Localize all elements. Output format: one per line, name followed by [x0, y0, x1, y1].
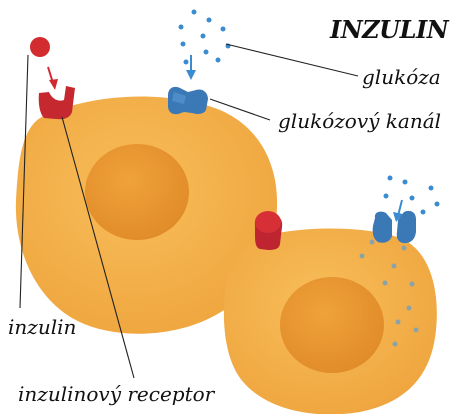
insulin-receptor-label: inzulinový receptor — [18, 384, 214, 404]
glucose-dot — [388, 176, 393, 181]
cell-right-nucleus — [280, 277, 384, 373]
glucose-dot — [414, 328, 419, 333]
glucose-dot — [392, 264, 397, 269]
glucose-dot — [207, 18, 212, 23]
insulin-label: inzulin — [8, 317, 76, 337]
insulin-receptor-right — [255, 211, 282, 250]
glucose-dot — [403, 180, 408, 185]
glucose-dot — [201, 34, 206, 39]
bound-insulin — [255, 211, 281, 233]
glucose-dot — [410, 196, 415, 201]
glucose-dot — [216, 58, 221, 63]
cell-right — [224, 228, 437, 414]
diagram-title: INZULIN — [330, 18, 448, 42]
glucose-cluster-right — [384, 176, 440, 215]
glucose-dot — [410, 282, 415, 287]
insulin-arrowhead — [49, 79, 58, 90]
glucose-dot — [184, 60, 189, 65]
glucose-label: glukóza — [362, 67, 441, 87]
leader-glucose — [226, 44, 358, 76]
glucose-dot — [192, 10, 197, 15]
glucose-cluster-left — [179, 10, 231, 65]
glucose-arrowhead-left — [186, 70, 196, 80]
channel-half-left — [373, 212, 392, 243]
glucose-dot — [402, 246, 407, 251]
glucose-channel-label: glukózový kanál — [278, 111, 441, 131]
insulin-receptor-left — [39, 86, 75, 119]
glucose-dot — [396, 320, 401, 325]
glucose-dot — [204, 50, 209, 55]
cell-left-nucleus — [85, 144, 189, 240]
insulin-molecule — [30, 37, 50, 57]
glucose-dot — [421, 210, 426, 215]
glucose-dot — [435, 202, 440, 207]
glucose-dot — [221, 27, 226, 32]
glucose-dot — [370, 240, 375, 245]
glucose-dot — [179, 25, 184, 30]
glucose-dot — [407, 306, 412, 311]
glucose-dot — [360, 254, 365, 259]
glucose-dot — [384, 194, 389, 199]
glucose-dot — [393, 342, 398, 347]
glucose-channel-left — [168, 87, 208, 114]
glucose-dot — [181, 42, 186, 47]
glucose-dot — [383, 281, 388, 286]
glucose-dot — [429, 186, 434, 191]
